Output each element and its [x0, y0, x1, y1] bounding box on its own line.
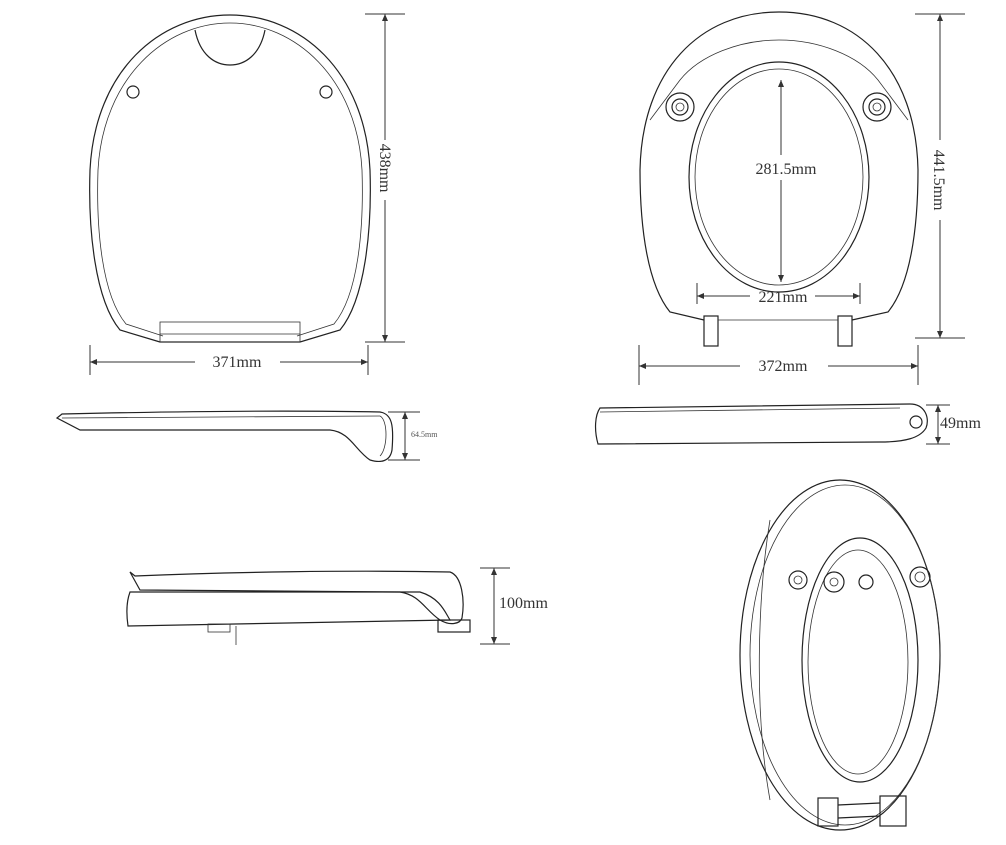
closed-height-dimension: 100mm	[480, 567, 548, 645]
closed-side-view	[126, 570, 471, 645]
lid-side-view	[55, 410, 394, 462]
closed-height-label: 100mm	[499, 595, 548, 612]
seat-length-label: 441.5mm	[930, 150, 947, 211]
seat-side-height-dimension: 49mm	[926, 404, 981, 445]
opening-length-dimension: 281.5mm	[756, 80, 817, 282]
perspective-view	[739, 479, 941, 831]
lid-side-height-label: 64.5mm	[411, 430, 438, 439]
lid-length-dimension: 438mm	[365, 13, 405, 343]
lid-side-height-dimension: 64.5mm	[388, 411, 438, 461]
opening-width-dimension: 221mm	[696, 283, 861, 306]
lid-width-label: 371mm	[213, 354, 262, 371]
opening-length-label: 281.5mm	[756, 161, 817, 178]
lid-length-label: 438mm	[376, 144, 393, 193]
seat-length-dimension: 441.5mm	[915, 13, 965, 339]
seat-width-label: 372mm	[759, 358, 808, 375]
seat-top-view	[639, 11, 919, 347]
seat-width-dimension: 372mm	[638, 345, 919, 385]
seat-side-view	[594, 403, 928, 445]
lid-top-view	[89, 14, 371, 343]
seat-side-height-label: 49mm	[940, 415, 981, 432]
lid-width-dimension: 371mm	[89, 345, 369, 375]
opening-width-label: 221mm	[759, 289, 808, 306]
